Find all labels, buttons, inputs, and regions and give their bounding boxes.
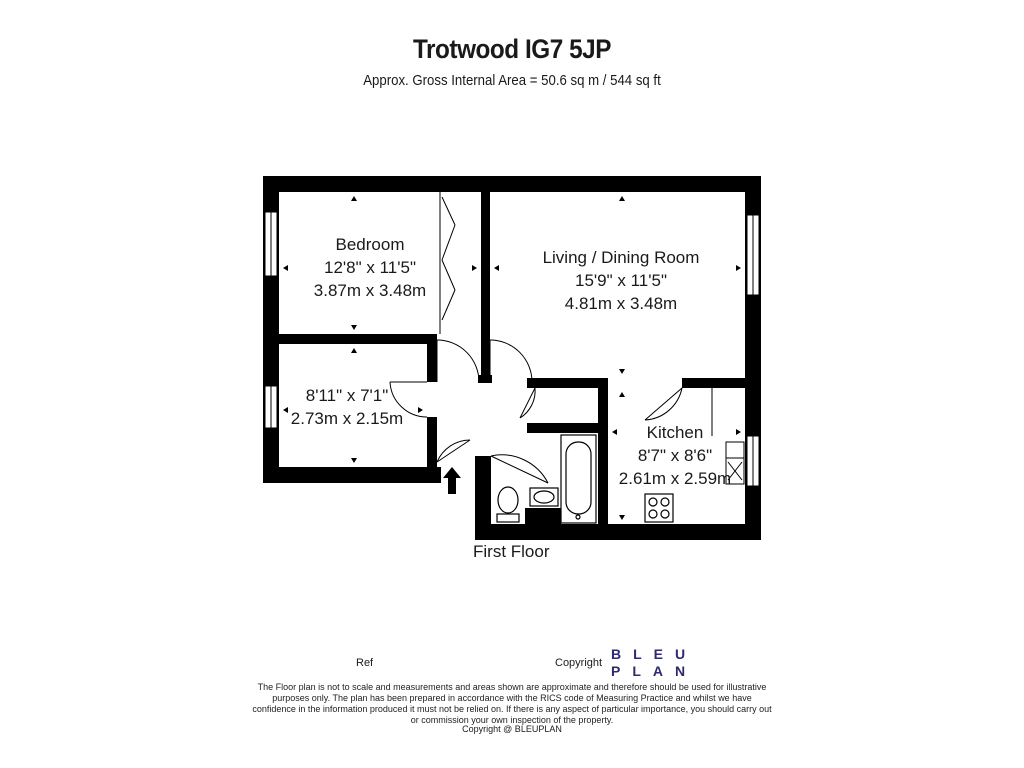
plan-title: Trotwood IG7 5JP: [412, 34, 612, 64]
room-name: Living / Dining Room: [542, 248, 700, 267]
room-kitchen: Kitchen 8'7" x 8'6" 2.61m x 2.59m: [606, 421, 744, 490]
interior-walls: [279, 192, 745, 536]
logo-line-2: PLAN: [611, 663, 698, 679]
kitchen-sink-icon: [725, 441, 745, 485]
doors: [389, 192, 683, 484]
room-living-dining: Living / Dining Room 15'9" x 11'5" 4.81m…: [526, 246, 716, 315]
room-bedroom: Bedroom 12'8" x 11'5" 3.87m x 3.48m: [300, 233, 440, 302]
cupboard: [525, 508, 561, 524]
ref-label: Ref: [356, 657, 374, 669]
arrow-up-icon: [443, 467, 461, 494]
room-metric: 4.81m x 3.48m: [564, 294, 678, 313]
bath-icon: [560, 434, 597, 524]
copyright-line: Copyright @ BLEUPLAN: [462, 724, 562, 734]
room-imperial: 8'11" x 7'1": [305, 386, 389, 405]
bleuplan-logo: BLEU PLAN: [611, 646, 698, 680]
room-imperial: 12'8" x 11'5": [324, 258, 416, 277]
floor-label: First Floor: [473, 542, 550, 561]
copyright-label: Copyright: [555, 657, 603, 669]
logo-line-1: BLEU: [611, 646, 698, 662]
disclaimer-text: The Floor plan is not to scale and measu…: [252, 682, 772, 725]
toilet-icon: [496, 486, 520, 523]
windows: [264, 211, 760, 487]
room-metric: 2.73m x 2.15m: [290, 409, 404, 428]
room-imperial: 15'9" x 11'5": [575, 271, 667, 290]
dimension-markers: [283, 196, 741, 520]
room-imperial: 8'7" x 8'6": [637, 446, 713, 465]
room-metric: 3.87m x 3.48m: [313, 281, 427, 300]
hob-icon: [644, 493, 674, 523]
exterior-walls: [263, 176, 761, 540]
room-metric: 2.61m x 2.59m: [618, 469, 732, 488]
room-name: Bedroom: [335, 235, 405, 254]
room-second: 8'11" x 7'1" 2.73m x 2.15m: [280, 384, 414, 430]
room-name: Kitchen: [646, 423, 704, 442]
area-subtitle: Approx. Gross Internal Area = 50.6 sq m …: [363, 72, 661, 89]
sink-icon: [529, 487, 559, 507]
